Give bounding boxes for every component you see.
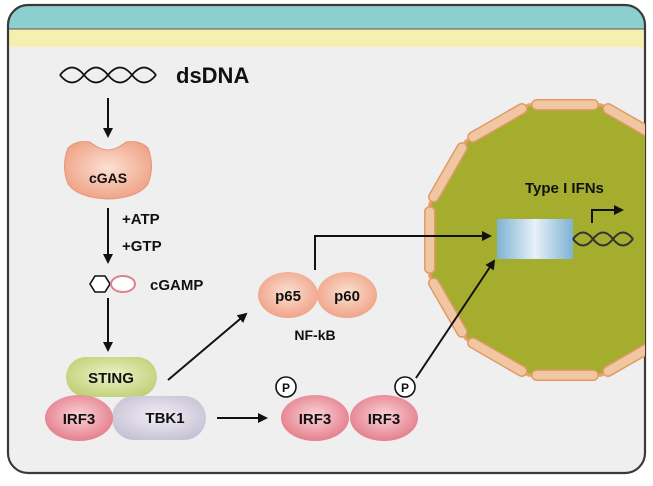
membrane-segment: [424, 206, 436, 275]
p65-protein: [258, 272, 318, 318]
phosphate-label: P: [401, 381, 409, 395]
atp-label: +ATP: [122, 211, 160, 228]
tbk1-label: TBK1: [145, 410, 184, 427]
nfkb-complex: [258, 272, 377, 318]
tbk1-protein: [112, 396, 206, 440]
transcription-arrow-icon: [591, 205, 624, 223]
sting-protein: [66, 357, 157, 397]
dsdna-helix-icon: [59, 66, 157, 84]
gene-promoter-box: [497, 219, 573, 259]
cgamp-label: cGAMP: [150, 277, 203, 294]
membrane-segments: [424, 99, 645, 381]
membrane-segment: [427, 277, 468, 338]
sting-label: STING: [88, 370, 134, 387]
membrane-segment: [531, 99, 600, 111]
irf3-protein-left: [281, 395, 349, 441]
irf3-protein: [45, 395, 113, 441]
p60-label: p60: [334, 288, 360, 305]
p60-protein: [317, 272, 377, 318]
nfkb-label: NF-kB: [294, 327, 335, 343]
membrane-segment: [428, 142, 468, 203]
gtp-label: +GTP: [122, 238, 162, 255]
ifn-gene: [497, 205, 634, 259]
arrow-nfkb-to-gene: [314, 231, 492, 270]
irf3-label: IRF3: [63, 411, 96, 428]
membrane-segment: [530, 369, 599, 381]
membrane-segment: [467, 337, 528, 377]
p65-label: p65: [275, 288, 301, 305]
irf3-dimer: [281, 395, 418, 441]
dsdna-label: dsDNA: [176, 63, 249, 88]
membrane-segment: [602, 103, 645, 143]
arrow-sting-to-nfkb: [167, 312, 248, 381]
cgas-label: cGAS: [89, 170, 127, 186]
panel-header: [8, 5, 645, 29]
irf3-dimer-label-left: IRF3: [299, 411, 332, 428]
membrane-segment: [602, 337, 645, 378]
membrane-segment: [467, 102, 528, 143]
cgas-protein: [64, 141, 152, 200]
arrow-irf3-to-gene: [415, 259, 496, 379]
irf3-dimer-label-right: IRF3: [368, 411, 401, 428]
type1-ifns-label: Type I IFNs: [525, 180, 604, 197]
gene-dna-helix-icon: [572, 231, 634, 247]
cgamp-molecule-icon: [89, 275, 136, 293]
phosphate-label: P: [282, 381, 290, 395]
panel-stripe: [8, 29, 645, 47]
phosphate-icon: [275, 376, 297, 398]
phosphate-icon: [394, 376, 416, 398]
irf3-protein-right: [350, 395, 418, 441]
